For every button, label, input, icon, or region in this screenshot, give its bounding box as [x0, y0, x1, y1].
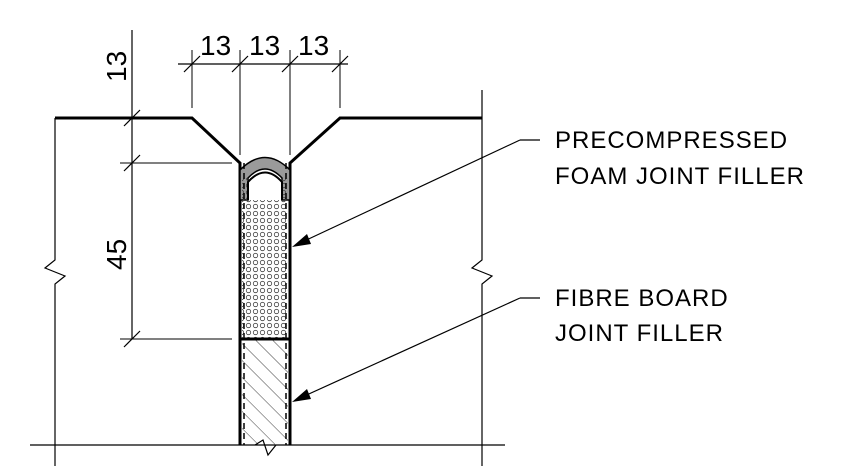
label-foam-line1: PRECOMPRESSED	[555, 127, 788, 154]
dimension-depth: 45	[101, 239, 132, 270]
break-mark	[254, 439, 277, 457]
vertical-dimension-depth	[120, 154, 232, 348]
vertical-dimension-top	[123, 30, 141, 163]
slab-top-surface	[55, 116, 242, 445]
dimension-width-left: 13	[200, 30, 231, 61]
slab-left-edge	[43, 118, 67, 466]
label-board-line2: JOINT FILLER	[555, 320, 724, 347]
dimension-width-mid: 13	[249, 30, 280, 61]
dimension-top-offset: 13	[101, 51, 132, 82]
label-foam-line2: FOAM JOINT FILLER	[555, 163, 805, 190]
dimension-width-right: 13	[298, 30, 329, 61]
foam-joint-filler	[242, 178, 288, 338]
leader-board	[292, 297, 540, 402]
slab-top-surface-right	[288, 116, 482, 445]
horizontal-dimension	[178, 50, 349, 155]
slab-right-edge	[470, 90, 494, 466]
fibre-board-filler	[242, 339, 288, 445]
leader-foam	[292, 139, 540, 247]
label-board-line1: FIBRE BOARD	[555, 285, 729, 312]
foam-top-cap	[247, 171, 283, 200]
